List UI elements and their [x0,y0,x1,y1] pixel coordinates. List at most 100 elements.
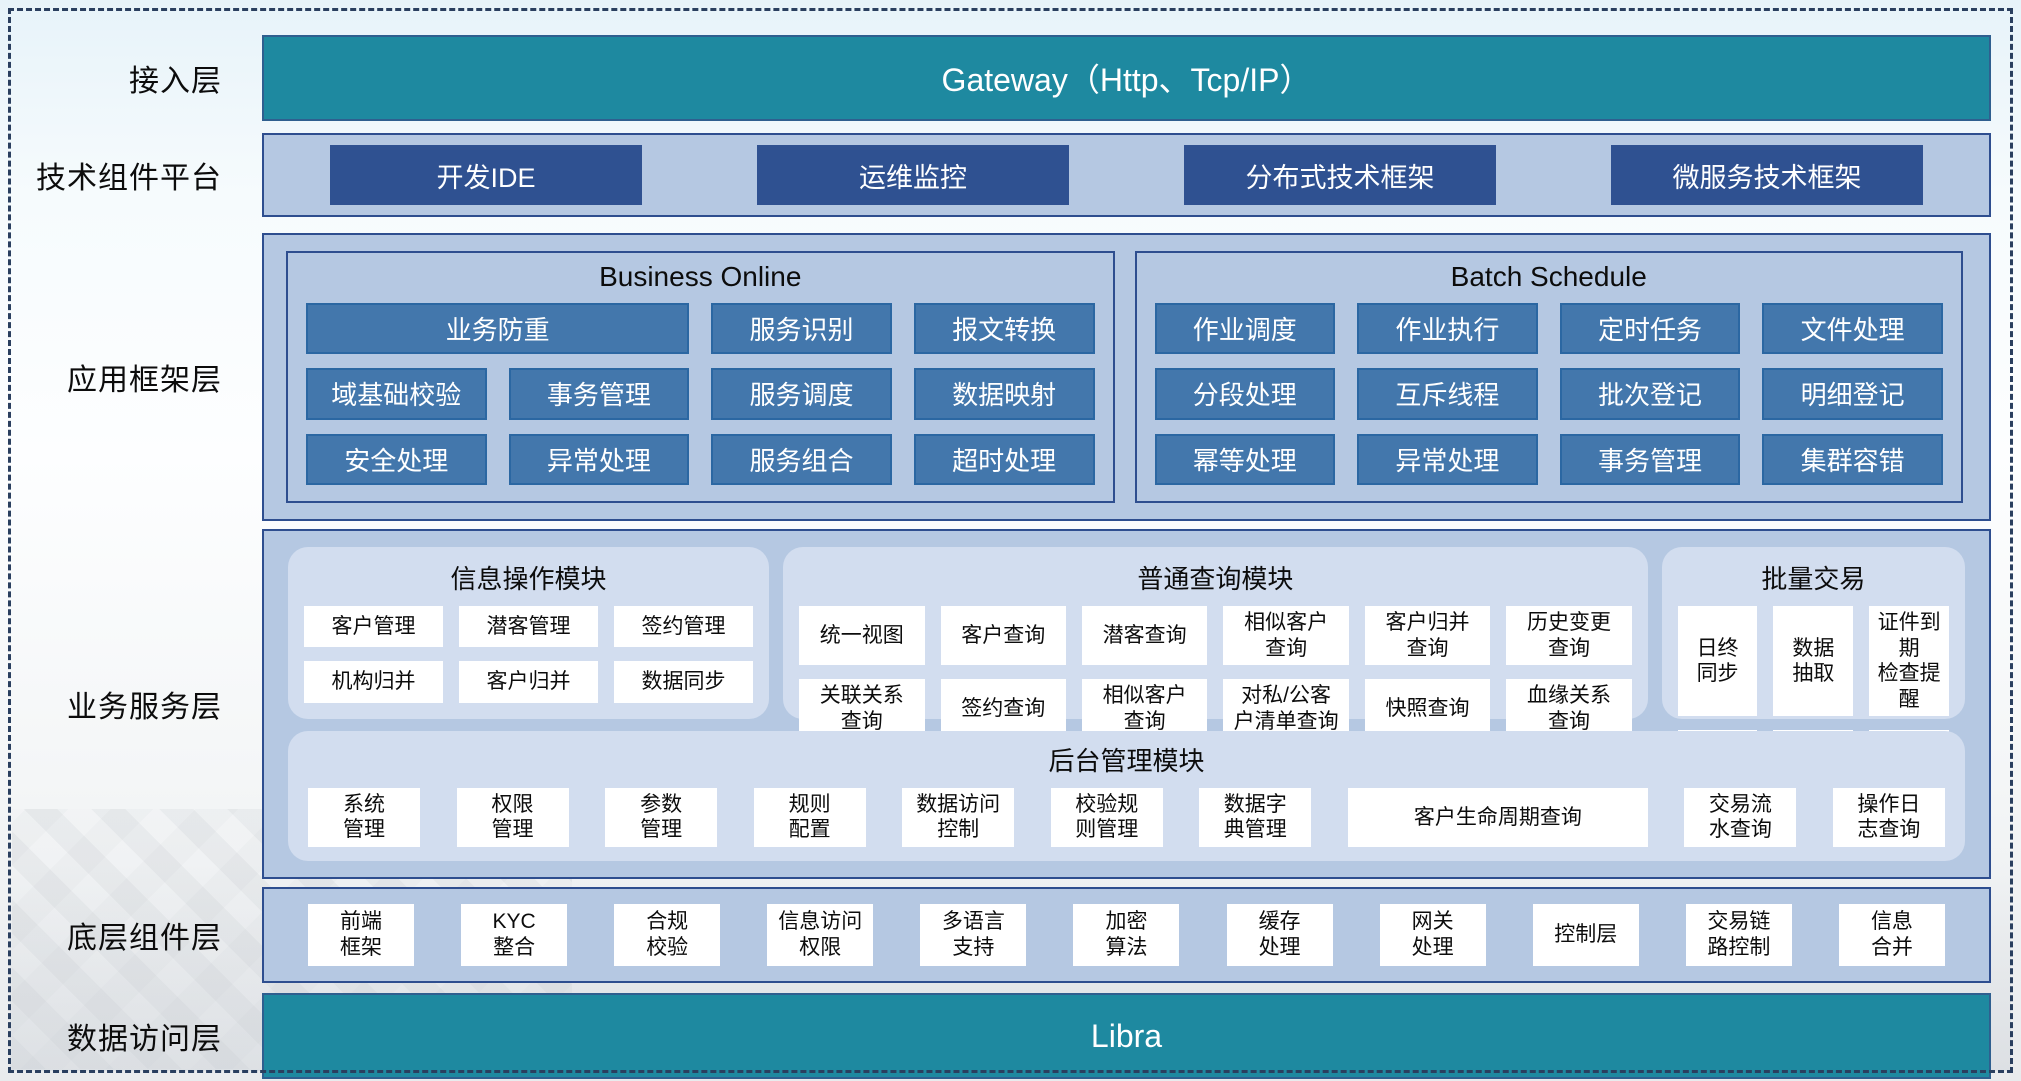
service-node: 交易流 水查询 [1684,787,1797,847]
service-node: 快照查询 [1364,679,1491,739]
component-node: 加密 算法 [1073,904,1180,966]
app-framework-row: 应用框架层 Business Online 业务防重 服务识别 报文转换 域基础… [0,233,1991,521]
info-module-grid: 客户管理 潜客管理 签约管理 机构归并 客户归并 数据同步 [304,606,754,703]
component-node: 网关 处理 [1379,904,1486,966]
component-node: 交易链 路控制 [1685,904,1792,966]
framework-node: 业务防重 [306,303,690,355]
service-node: 客户归并 查询 [1364,606,1491,666]
base-components-container: 前端 框架 KYC 整合 合规 校验 信息访问 权限 多语言 支持 加密 算法 … [262,887,1991,983]
framework-node: 作业执行 [1357,303,1538,355]
business-online-grid: 业务防重 服务识别 报文转换 域基础校验 事务管理 服务调度 数据映射 安全处理… [306,303,1095,485]
service-node: 血缘关系 查询 [1506,679,1632,739]
service-node: 系统 管理 [308,787,420,847]
service-node: 客户归并 [459,661,599,703]
component-node: 多语言 支持 [920,904,1027,966]
service-node: 证件到期 检查提醒 [1869,606,1949,717]
component-node: KYC 整合 [461,904,568,966]
framework-node: 异常处理 [508,433,690,485]
service-node: 操作日 志查询 [1832,787,1945,847]
component-node: 信息 合并 [1838,904,1945,966]
framework-node: 服务识别 [711,303,892,355]
service-node: 数据字 典管理 [1199,787,1312,847]
app-framework-container: Business Online 业务防重 服务识别 报文转换 域基础校验 事务管… [262,233,1991,521]
base-components-row: 底层组件层 前端 框架 KYC 整合 合规 校验 信息访问 权限 多语言 支持 … [0,887,1991,983]
framework-node: 事务管理 [508,368,690,420]
access-layer-row: 接入层 Gateway（Http、Tcp/IP） [0,35,1991,121]
service-node: 对私/公客 户清单查询 [1223,679,1349,739]
service-node: 相似客户 查询 [1081,679,1208,739]
framework-node: 批次登记 [1559,368,1741,420]
data-access-row: 数据访问层 Libra [0,993,1991,1079]
libra-label: Libra [1090,1017,1163,1054]
layer-label-app-framework: 应用框架层 [67,364,222,397]
info-module-panel: 信息操作模块 客户管理 潜客管理 签约管理 机构归并 客户归并 数据同步 [288,547,770,719]
batch-trade-panel: 批量交易 日终 同步 数据 抽取 证件到期 检查提醒 数据 转换 数据 装载 批… [1661,547,1965,790]
framework-node: 互斥线程 [1357,368,1538,420]
gateway-label: Gateway（Http、Tcp/IP） [941,62,1312,98]
framework-node: 安全处理 [306,433,487,485]
layer-label-business-service: 业务服务层 [67,691,222,724]
service-node: 日终 同步 [1677,606,1758,717]
gateway-bar: Gateway（Http、Tcp/IP） [262,35,1991,121]
service-node: 校验规 则管理 [1050,787,1163,847]
layer-label-base-components: 底层组件层 [67,922,222,955]
query-module-grid: 统一视图 客户查询 潜客查询 相似客户 查询 客户归并 查询 历史变更 查询 关… [799,606,1632,739]
libra-bar: Libra [262,993,1991,1079]
framework-node: 集群容错 [1762,433,1943,485]
framework-node: 报文转换 [913,303,1095,355]
admin-module-panel: 后台管理模块 系统 管理 权限 管理 参数 管理 规则 配置 数据访问 控制 校… [288,730,1965,861]
business-top-panels: 信息操作模块 客户管理 潜客管理 签约管理 机构归并 客户归并 数据同步 普通查… [288,547,1965,790]
framework-node: 超时处理 [913,433,1095,485]
service-node: 客户生命周期查询 [1347,787,1648,847]
batch-trade-title: 批量交易 [1761,564,1866,594]
framework-node: 文件处理 [1762,303,1943,355]
layer-label-access: 接入层 [129,65,222,98]
admin-module-row: 系统 管理 权限 管理 参数 管理 规则 配置 数据访问 控制 校验规 则管理 … [308,787,1945,847]
service-node: 历史变更 查询 [1506,606,1632,666]
framework-node: 服务组合 [711,433,892,485]
service-node: 规则 配置 [753,787,866,847]
node-microservice-framework: 微服务技术框架 [1611,145,1923,205]
service-node: 关联关系 查询 [799,679,925,739]
service-node: 潜客管理 [459,606,599,648]
admin-module-title: 后台管理模块 [1048,745,1205,776]
service-node: 客户管理 [304,606,444,648]
node-ops-monitor: 运维监控 [757,145,1069,205]
service-node: 数据 抽取 [1773,606,1854,717]
business-online-title: Business Online [599,261,802,292]
layer-label-tech-platform: 技术组件平台 [36,162,222,195]
node-dev-ide: 开发IDE [330,145,642,205]
node-distributed-framework: 分布式技术框架 [1184,145,1496,205]
framework-node: 事务管理 [1559,433,1741,485]
layer-label-data-access: 数据访问层 [67,1023,222,1056]
service-node: 数据访问 控制 [902,787,1015,847]
service-node: 相似客户 查询 [1223,606,1349,666]
batch-schedule-panel: Batch Schedule 作业调度 作业执行 定时任务 文件处理 分段处理 … [1134,251,1963,503]
service-node: 参数 管理 [605,787,718,847]
component-node: 信息访问 权限 [767,904,874,966]
business-service-row: 业务服务层 信息操作模块 客户管理 潜客管理 签约管理 机构归并 客户归并 数据… [0,529,1991,879]
service-node: 统一视图 [799,606,925,666]
framework-node: 异常处理 [1357,433,1538,485]
service-node: 客户查询 [940,606,1066,666]
framework-node: 作业调度 [1154,303,1336,355]
component-node: 合规 校验 [614,904,721,966]
batch-schedule-grid: 作业调度 作业执行 定时任务 文件处理 分段处理 互斥线程 批次登记 明细登记 … [1154,303,1943,485]
business-service-container: 信息操作模块 客户管理 潜客管理 签约管理 机构归并 客户归并 数据同步 普通查… [262,529,1991,879]
query-module-panel: 普通查询模块 统一视图 客户查询 潜客查询 相似客户 查询 客户归并 查询 历史… [783,547,1648,739]
service-node: 潜客查询 [1081,606,1208,666]
tech-platform-container: 开发IDE 运维监控 分布式技术框架 微服务技术框架 [262,133,1991,217]
service-node: 权限 管理 [456,787,569,847]
component-node: 控制层 [1532,904,1639,966]
info-module-title: 信息操作模块 [450,564,607,594]
service-node: 签约管理 [614,606,754,648]
business-online-panel: Business Online 业务防重 服务识别 报文转换 域基础校验 事务管… [286,251,1115,503]
tech-platform-row: 技术组件平台 开发IDE 运维监控 分布式技术框架 微服务技术框架 [0,133,1991,217]
service-node: 数据同步 [614,661,754,703]
batch-schedule-title: Batch Schedule [1450,261,1647,292]
framework-node: 服务调度 [711,368,892,420]
framework-node: 数据映射 [913,368,1095,420]
framework-node: 幂等处理 [1154,433,1336,485]
